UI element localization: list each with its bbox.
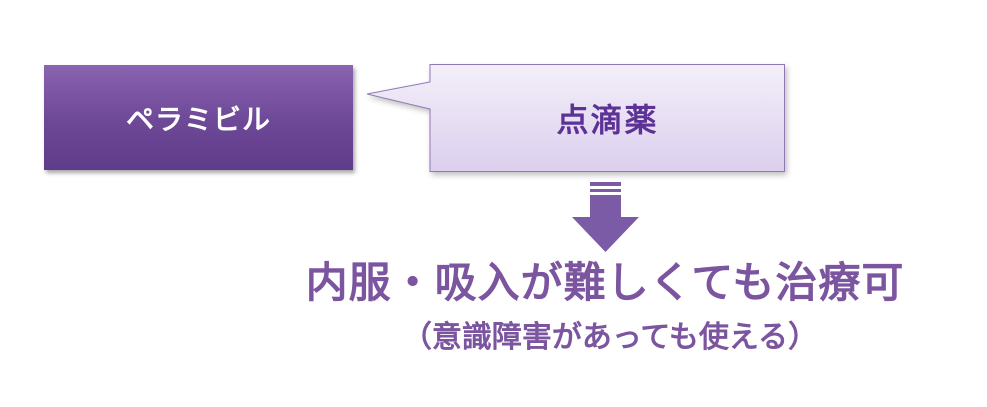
drug-name-box: ペラミビル <box>44 65 353 170</box>
down-arrow-icon <box>572 182 639 252</box>
result-sub-text: （意識障害があっても使える） <box>401 320 819 355</box>
route-callout: 点滴薬 <box>365 64 785 176</box>
callout-label: 点滴薬 <box>556 101 659 139</box>
callout-shape <box>366 64 785 172</box>
callout-label-wrap: 点滴薬 <box>430 64 785 172</box>
drug-name-label: ペラミビル <box>125 102 271 136</box>
result-main-text: 内服・吸入が難しくても治療可 <box>305 258 905 307</box>
